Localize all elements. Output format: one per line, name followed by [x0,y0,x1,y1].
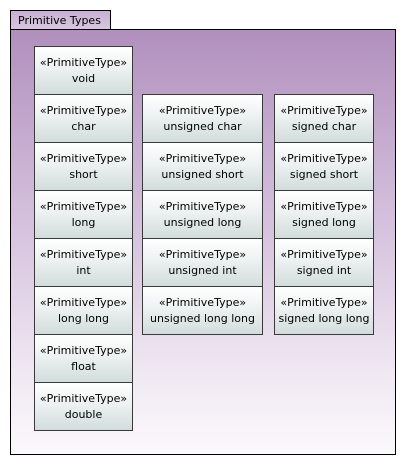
type-name: signed long [292,215,356,229]
stereotype-label: «PrimitiveType» [280,199,368,213]
primitive-type-char[interactable]: «PrimitiveType» char [34,94,133,143]
stereotype-label: «PrimitiveType» [280,151,368,165]
primitive-type-signed-short[interactable]: «PrimitiveType» signed short [274,142,374,191]
stereotype-label: «PrimitiveType» [158,151,247,165]
type-name: long [71,215,96,229]
primitive-type-signed-int[interactable]: «PrimitiveType» signed int [274,238,374,287]
primitive-type-double[interactable]: «PrimitiveType» double [34,382,133,431]
primitive-type-unsigned-long[interactable]: «PrimitiveType» unsigned long [142,190,263,239]
type-name: signed char [291,119,357,133]
type-name: int [76,263,91,277]
type-name: unsigned long [163,215,242,229]
stereotype-label: «PrimitiveType» [39,247,128,261]
stereotype-label: «PrimitiveType» [280,247,368,261]
primitive-type-signed-char[interactable]: «PrimitiveType» signed char [274,94,374,143]
package-tab[interactable]: Primitive Types [10,10,111,30]
primitive-type-unsigned-short[interactable]: «PrimitiveType» unsigned short [142,142,263,191]
type-name: float [71,359,96,373]
primitive-type-short[interactable]: «PrimitiveType» short [34,142,133,191]
package-title: Primitive Types [18,14,101,27]
type-name: double [64,407,103,421]
primitive-type-unsigned-long-long[interactable]: «PrimitiveType» unsigned long long [142,286,263,335]
type-name: unsigned short [161,167,244,181]
stereotype-label: «PrimitiveType» [39,391,128,405]
type-name: signed int [296,263,352,277]
type-name: unsigned char [163,119,242,133]
primitive-type-unsigned-int[interactable]: «PrimitiveType» unsigned int [142,238,263,287]
stereotype-label: «PrimitiveType» [158,199,247,213]
primitive-type-float[interactable]: «PrimitiveType» float [34,334,133,383]
stereotype-label: «PrimitiveType» [39,343,128,357]
primitive-type-signed-long-long[interactable]: «PrimitiveType» signed long long [274,286,374,335]
stereotype-label: «PrimitiveType» [39,199,128,213]
stereotype-label: «PrimitiveType» [280,295,368,309]
primitive-type-long[interactable]: «PrimitiveType» long [34,190,133,239]
stereotype-label: «PrimitiveType» [39,295,128,309]
stereotype-label: «PrimitiveType» [158,103,247,117]
stereotype-label: «PrimitiveType» [39,151,128,165]
stereotype-label: «PrimitiveType» [280,103,368,117]
type-name: unsigned long long [150,311,255,325]
primitive-type-int[interactable]: «PrimitiveType» int [34,238,133,287]
type-name: char [71,119,96,133]
type-name: signed long long [278,311,370,325]
type-name: long long [58,311,109,325]
primitive-type-unsigned-char[interactable]: «PrimitiveType» unsigned char [142,94,263,143]
primitive-type-signed-long[interactable]: «PrimitiveType» signed long [274,190,374,239]
primitive-type-long-long[interactable]: «PrimitiveType» long long [34,286,133,335]
type-name: signed short [289,167,359,181]
type-name: short [69,167,98,181]
primitive-type-void[interactable]: «PrimitiveType» void [34,46,133,95]
type-name: void [71,71,96,85]
stereotype-label: «PrimitiveType» [158,247,247,261]
stereotype-label: «PrimitiveType» [39,103,128,117]
stereotype-label: «PrimitiveType» [39,55,128,69]
stereotype-label: «PrimitiveType» [158,295,247,309]
type-name: unsigned int [168,263,237,277]
